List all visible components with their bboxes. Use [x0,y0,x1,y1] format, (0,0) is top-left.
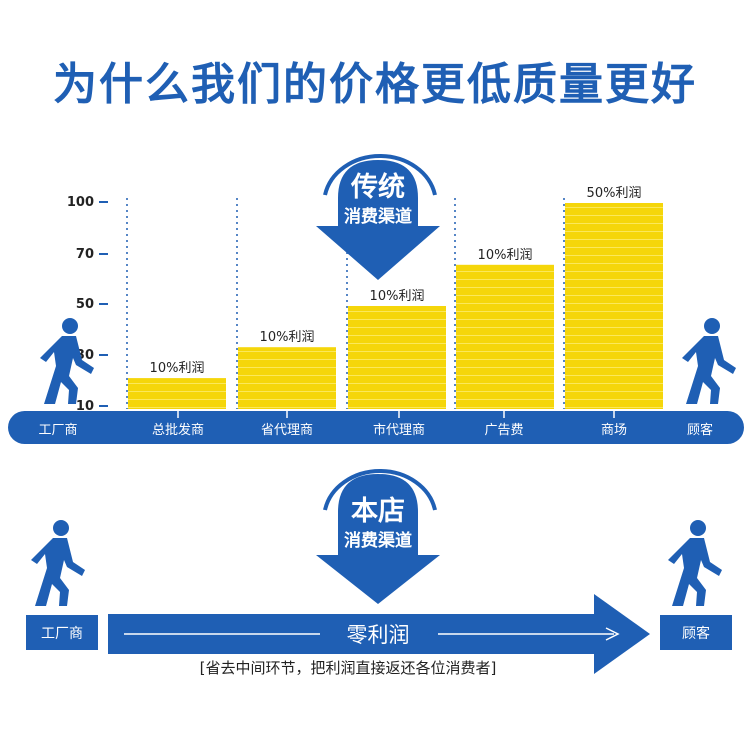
stage-ticks [177,411,615,418]
y-tick-label: 100 [67,195,94,210]
bar-2 [238,347,336,409]
stage-label-factory: 工厂商 [38,423,77,438]
bar-1 [128,378,226,409]
y-tick-label: 10 [76,399,94,414]
bar-data-label: 10%利润 [478,248,533,263]
y-tick-label: 70 [76,247,94,262]
traditional-arrow-subtitle: 消费渠道 [344,206,412,227]
stage-label-city: 市代理商 [373,422,425,438]
zero-profit-arrow: 零利润 [108,594,650,674]
factory-box: 工厂商 [26,615,98,650]
stage-label-mall: 商场 [601,423,627,438]
bar-data-label: 10%利润 [150,361,205,376]
zero-profit-label: 零利润 [347,623,410,647]
stage-label-provincial: 省代理商 [261,423,313,438]
our-arrow-title: 本店 [351,496,405,527]
customer-label: 顾客 [682,625,710,642]
y-tick-70: 70 [76,247,108,262]
walking-person-icon [668,520,722,606]
bars-group: 10%利润 10%利润 10%利润 10%利润 50%利润 [128,186,663,409]
y-tick-10: 10 [76,399,108,414]
walking-person-icon [40,318,94,404]
page-title: 为什么我们的价格更低质量更好 [53,59,697,110]
stage-label-customer: 顾客 [687,422,713,438]
our-arrow-subtitle: 消费渠道 [344,530,412,551]
savings-note: [省去中间环节，把利润直接返还各位消费者] [200,659,497,677]
y-tick-50: 50 [76,297,108,312]
y-tick-100: 100 [67,195,108,210]
chart-grid [126,198,565,409]
stage-label-wholesaler: 总批发商 [152,422,204,438]
y-axis: 100 70 50 30 10 [67,195,108,414]
bar-data-label: 50%利润 [587,186,642,201]
bar-4 [456,264,554,409]
walking-person-icon [682,318,736,404]
stage-labels: 工厂商 总批发商 省代理商 市代理商 广告费 商场 顾客 [38,422,713,438]
traditional-flow-band [8,411,744,444]
stage-label-advertising: 广告费 [484,423,523,438]
factory-label: 工厂商 [41,626,83,642]
walking-person-icon [31,520,85,606]
y-tick-label: 50 [76,297,94,312]
bar-data-label: 10%利润 [370,289,425,304]
traditional-arrow: 传统 消费渠道 [316,154,440,280]
customer-box: 顾客 [660,615,732,650]
bar-5 [565,203,663,409]
bar-3 [348,306,446,409]
traditional-arrow-title: 传统 [350,171,405,203]
our-channel-arrow: 本店 消费渠道 [316,469,440,604]
bar-data-label: 10%利润 [260,330,315,345]
